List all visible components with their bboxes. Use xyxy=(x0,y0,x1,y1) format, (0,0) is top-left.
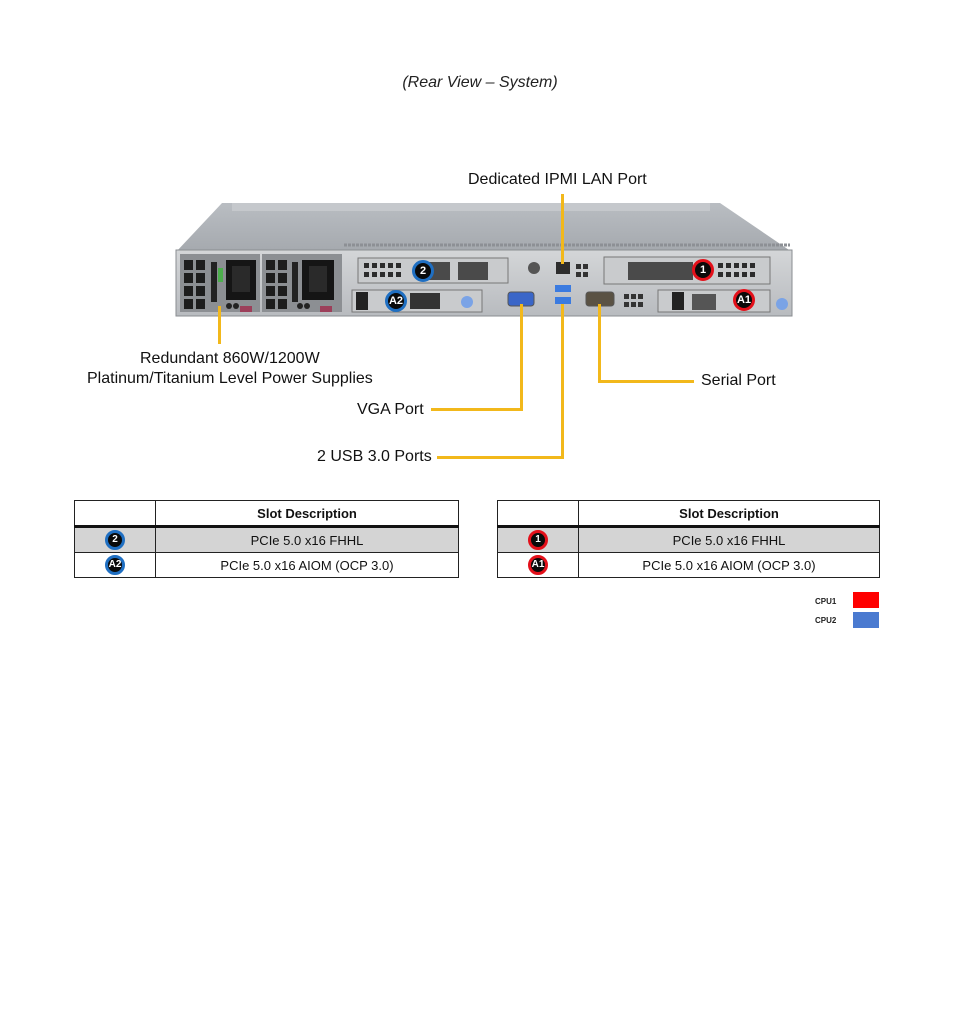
slot-a1-badge: A1 xyxy=(733,289,755,311)
table-header-row: Slot Description xyxy=(497,500,880,528)
slot-1-badge: 1 xyxy=(692,259,714,281)
usb-callout-line-v xyxy=(561,304,564,459)
table-row: A2 PCIe 5.0 x16 AIOM (OCP 3.0) xyxy=(74,552,459,578)
power-supply-1 xyxy=(180,254,260,312)
slot-badge-2: 2 xyxy=(105,530,125,550)
usb-ports-label: 2 USB 3.0 Ports xyxy=(317,448,432,465)
legend-cpu1-swatch xyxy=(853,592,879,608)
slot-table-cpu1: Slot Description 1 PCIe 5.0 x16 FHHL A1 … xyxy=(497,500,880,578)
header-slot-description: Slot Description xyxy=(578,500,880,528)
serial-callout-line-h xyxy=(598,380,694,383)
server-rear-chassis xyxy=(175,203,793,317)
table-row: 1 PCIe 5.0 x16 FHHL xyxy=(497,526,880,553)
legend-cpu2-label: CPU2 xyxy=(815,616,837,625)
vga-callout-line-v xyxy=(520,304,523,411)
chassis-lid xyxy=(176,203,792,252)
vga-port-label: VGA Port xyxy=(357,401,424,418)
slot-description: PCIe 5.0 x16 FHHL xyxy=(155,526,459,553)
slot-a2-badge: A2 xyxy=(385,290,407,312)
slot-2-badge: 2 xyxy=(412,260,434,282)
usb-port-1 xyxy=(555,285,571,292)
header-empty-cell xyxy=(497,500,579,528)
slot-description: PCIe 5.0 x16 AIOM (OCP 3.0) xyxy=(578,552,880,578)
pcie-slot-1 xyxy=(603,256,771,285)
table-row: A1 PCIe 5.0 x16 AIOM (OCP 3.0) xyxy=(497,552,880,578)
psu-label-line2: Platinum/Titanium Level Power Supplies xyxy=(87,370,373,387)
aiom-slot-a1 xyxy=(657,289,788,313)
ipmi-callout-line xyxy=(561,194,564,264)
header-empty-cell xyxy=(74,500,156,528)
slot-description: PCIe 5.0 x16 AIOM (OCP 3.0) xyxy=(155,552,459,578)
slot-badge-1: 1 xyxy=(528,530,548,550)
serial-callout-line-v xyxy=(598,304,601,383)
legend-cpu2-swatch xyxy=(853,612,879,628)
slot-table-cpu2: Slot Description 2 PCIe 5.0 x16 FHHL A2 … xyxy=(74,500,459,578)
ipmi-lan-port xyxy=(556,262,570,274)
slot-description: PCIe 5.0 x16 FHHL xyxy=(578,526,880,553)
table-header-row: Slot Description xyxy=(74,500,459,528)
slot-badge-a1: A1 xyxy=(528,555,548,575)
usb-callout-line-h xyxy=(437,456,564,459)
ipmi-lan-port-label: Dedicated IPMI LAN Port xyxy=(468,171,647,188)
table-row: 2 PCIe 5.0 x16 FHHL xyxy=(74,526,459,553)
legend-cpu1-label: CPU1 xyxy=(815,597,837,606)
diagram-title: (Rear View – System) xyxy=(402,74,558,91)
usb-port-2 xyxy=(555,297,571,304)
psu-callout-line xyxy=(218,306,221,344)
power-supply-2 xyxy=(262,254,342,312)
serial-port-label: Serial Port xyxy=(701,372,776,389)
aiom-slot-a2 xyxy=(351,289,483,313)
slot-badge-a2: A2 xyxy=(105,555,125,575)
psu-label-line1: Redundant 860W/1200W xyxy=(140,350,320,367)
header-slot-description: Slot Description xyxy=(155,500,459,528)
vga-callout-line-h xyxy=(431,408,523,411)
io-cluster xyxy=(507,262,643,307)
